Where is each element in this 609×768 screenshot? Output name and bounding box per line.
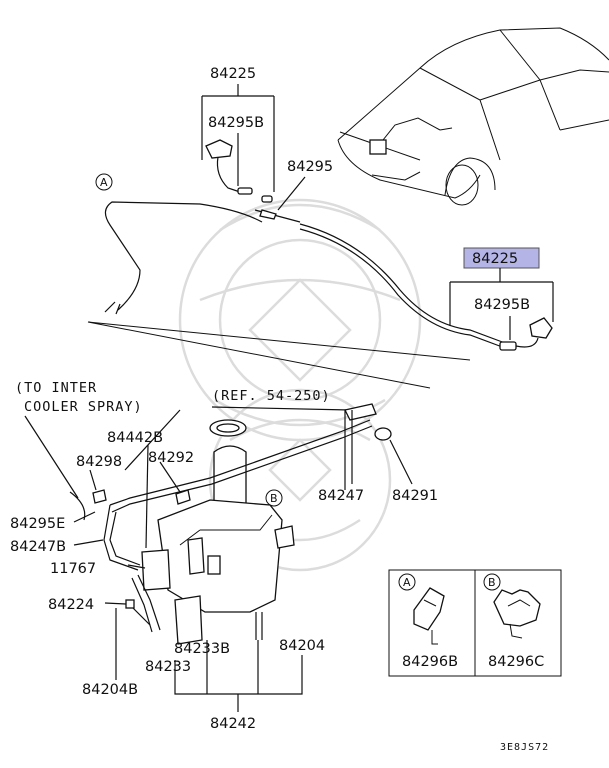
clip-A-icon [413, 587, 445, 631]
clip-B-icon [493, 589, 541, 627]
circle-A-label: A [100, 176, 108, 189]
washer-tank-assembly [73, 410, 413, 680]
highlight-box-84225 [463, 247, 540, 269]
label-84247B: 84247B [10, 539, 66, 555]
circle-B-tank [265, 489, 283, 507]
car-illustration [337, 27, 609, 206]
hose-A: A [95, 173, 506, 349]
label-to-inter: (TO INTER [15, 380, 97, 396]
label-84442B: 84442B [107, 430, 163, 446]
label-84224: 84224 [48, 597, 94, 613]
bottom-bracket [174, 640, 303, 712]
label-ref: (REF. 54-250) [212, 388, 331, 404]
nozzle-left: 84225 84295B 84295 [201, 66, 333, 223]
label-84233B: 84233B [174, 641, 230, 657]
legend-circle-B: B [488, 576, 496, 589]
label-84225-right: 84225 [472, 251, 518, 267]
clip-legend: A B 84296B 84296C [388, 569, 562, 677]
label-cooler-spray: COOLER SPRAY) [24, 399, 143, 415]
label-84298: 84298 [76, 454, 122, 470]
label-84247: 84247 [318, 488, 364, 504]
label-84296C: 84296C [488, 654, 544, 670]
nozzle-right: 84225 84295B [449, 247, 554, 351]
circle-B-label-tank: B [270, 492, 278, 505]
label-84295-mid: 84295 [287, 159, 333, 175]
label-11767: 11767 [50, 561, 96, 577]
label-84233: 84233 [145, 659, 191, 675]
callout-lines [87, 321, 471, 389]
label-84292: 84292 [148, 450, 194, 466]
label-84242: 84242 [210, 716, 256, 732]
label-84295E: 84295E [10, 516, 65, 532]
label-84204B: 84204B [82, 682, 138, 698]
diagram-code: 3E8JS72 [500, 742, 549, 753]
label-84204: 84204 [279, 638, 325, 654]
label-84291: 84291 [392, 488, 438, 504]
label-84296B: 84296B [402, 654, 458, 670]
label-84225-top: 84225 [210, 66, 256, 82]
label-84295B-right: 84295B [474, 297, 530, 313]
watermark-emblem [178, 198, 422, 572]
ref-note: (REF. 54-250) [211, 388, 377, 421]
legend-circle-A: A [403, 576, 411, 589]
label-84295B-top: 84295B [208, 115, 264, 131]
